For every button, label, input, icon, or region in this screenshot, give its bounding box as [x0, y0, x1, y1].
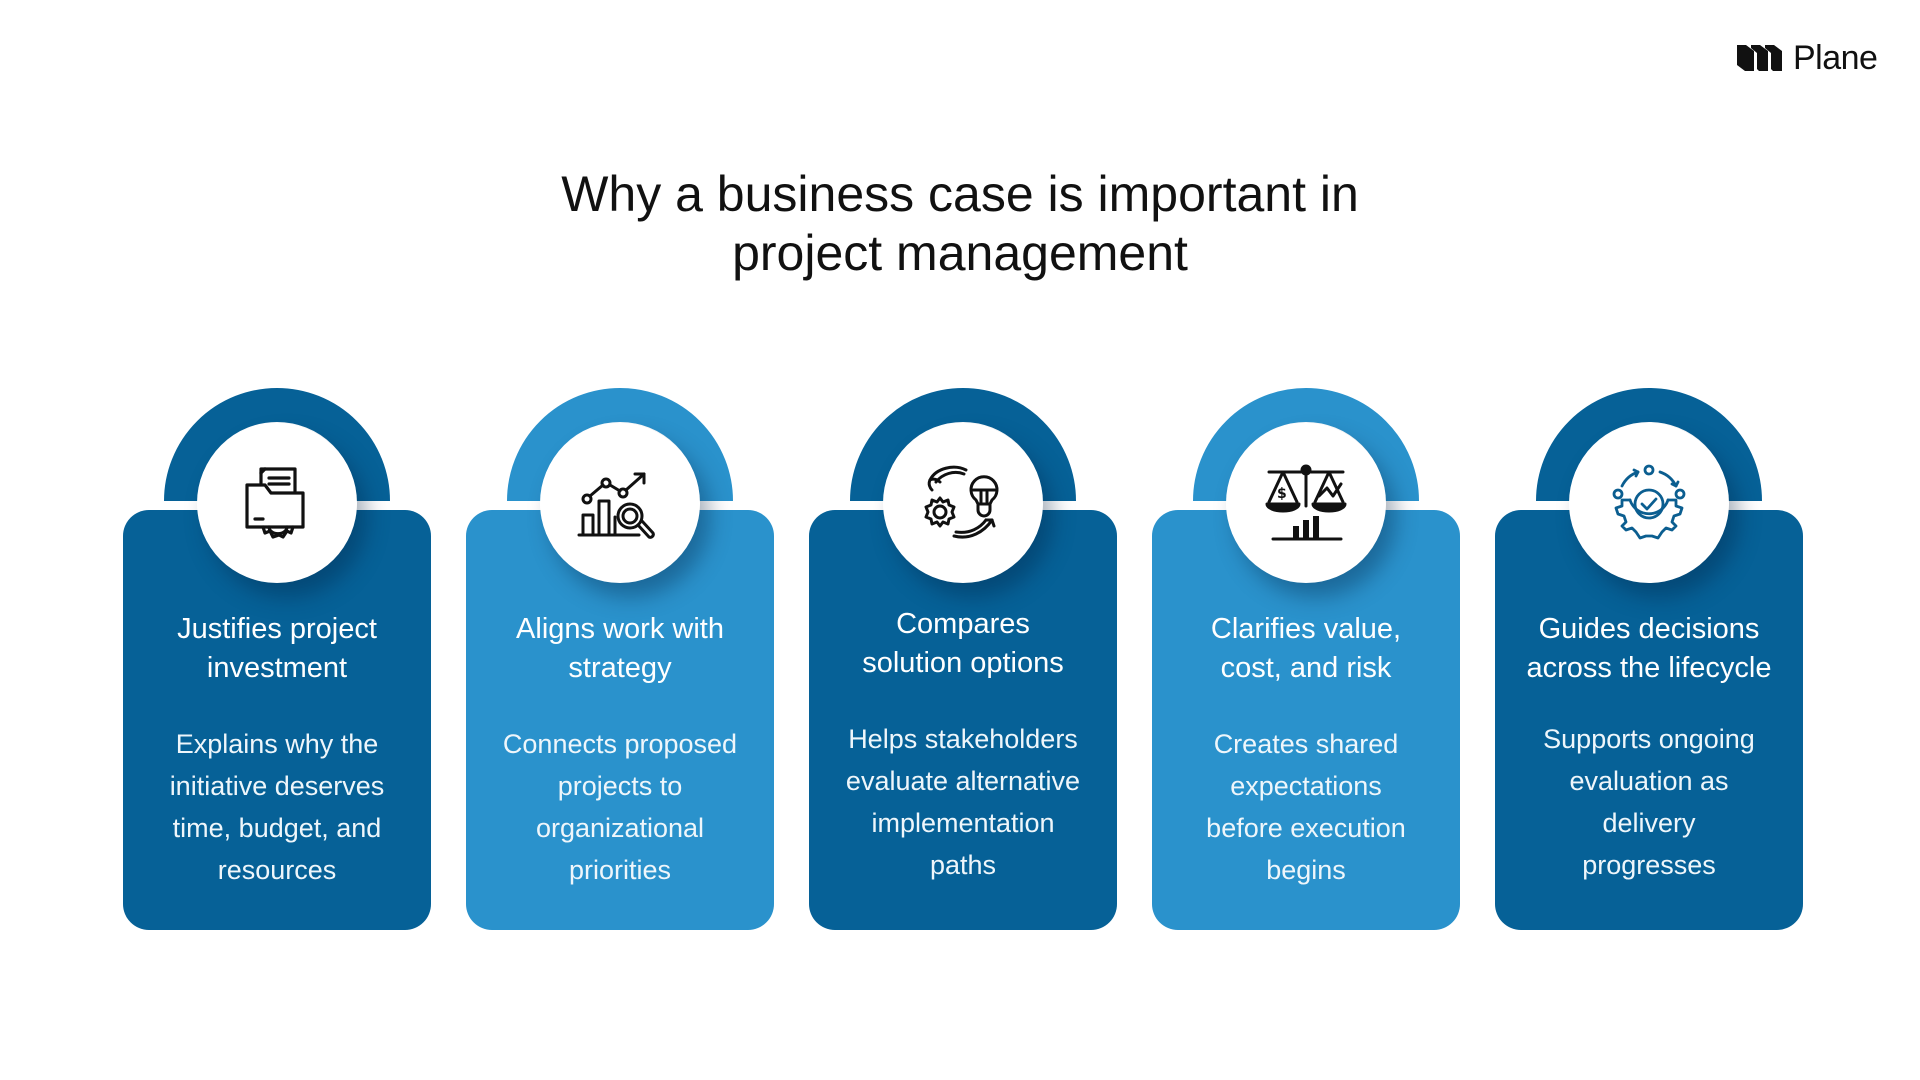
card-arch	[850, 388, 1076, 501]
brand-logo: Plane	[1735, 39, 1878, 77]
folder-gear-icon	[235, 461, 319, 545]
gear-bulb-cycle-icon	[918, 460, 1008, 546]
balance-scale-icon: $	[1263, 460, 1349, 546]
card-heading: Guides decisions across the lifecycle	[1526, 613, 1772, 684]
card-heading: Aligns work with strategy	[516, 613, 724, 684]
card-heading: Justifies project investment	[177, 613, 377, 684]
card-compares-options: Compares solution options Helps stakehol…	[809, 388, 1117, 933]
icon-circle: $	[1226, 423, 1386, 583]
plane-logo-icon	[1735, 43, 1785, 73]
card-heading: Clarifies value, cost, and risk	[1210, 613, 1402, 684]
title-line-1: Why a business case is important in	[561, 166, 1359, 222]
icon-circle	[883, 423, 1043, 583]
card-description: Helps stakeholders evaluate alternative …	[845, 724, 1081, 880]
chart-magnifier-icon	[575, 461, 665, 545]
logo-text: Plane	[1793, 39, 1878, 77]
card-arch	[1193, 388, 1419, 501]
card-justifies-investment: Justifies project investment Explains wh…	[123, 388, 431, 933]
icon-circle	[197, 423, 357, 583]
card-arch	[1536, 388, 1762, 501]
card-guides-decisions: Guides decisions across the lifecycle Su…	[1495, 388, 1803, 933]
card-description: Connects proposed projects to organizati…	[502, 729, 738, 885]
svg-text:$: $	[1277, 486, 1287, 502]
card-description: Creates shared expectations before execu…	[1206, 729, 1406, 885]
card-clarifies-value: $ Clarifies value, cost, and risk Create…	[1152, 388, 1460, 933]
page-title: Why a business case is important in proj…	[0, 165, 1920, 283]
card-description: Supports ongoing evaluation as delivery …	[1543, 724, 1755, 880]
card-aligns-strategy: Aligns work with strategy Connects propo…	[466, 388, 774, 933]
card-arch	[164, 388, 390, 501]
icon-circle	[1569, 423, 1729, 583]
card-arch	[507, 388, 733, 501]
card-description: Explains why the initiative deserves tim…	[169, 729, 385, 885]
gear-check-cycle-icon	[1604, 460, 1694, 546]
card-heading: Compares solution options	[862, 608, 1064, 679]
icon-circle	[540, 423, 700, 583]
title-line-2: project management	[732, 225, 1188, 281]
